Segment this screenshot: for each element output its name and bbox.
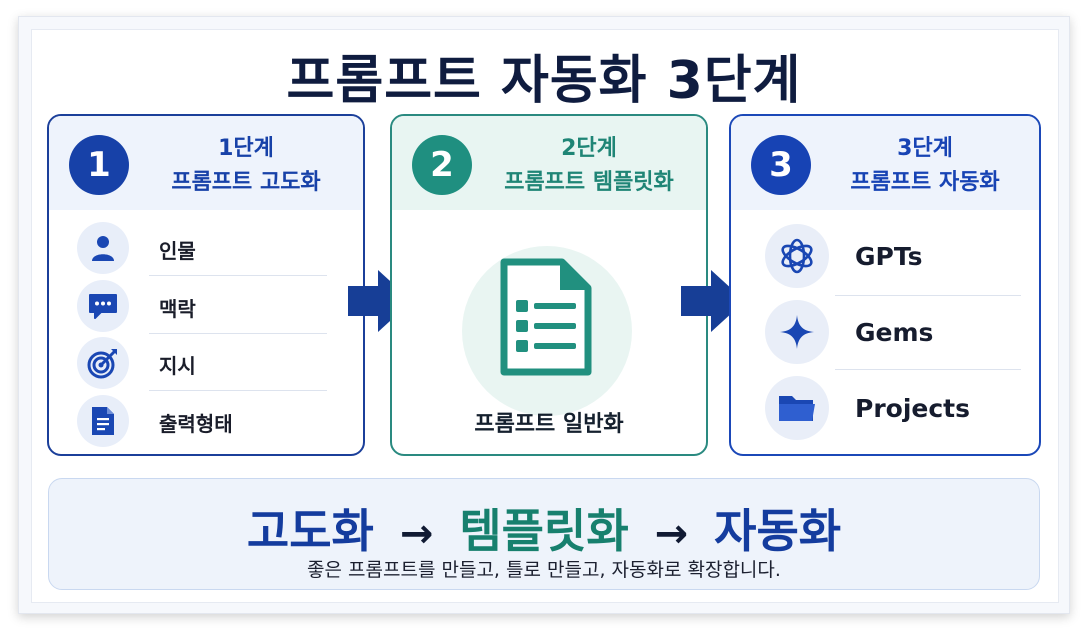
flow-arrow-icon: → (654, 511, 689, 557)
step-stage: 3단계 (897, 136, 953, 161)
flow-step-1: 고도화 (246, 504, 374, 558)
step-name: 프롬프트 자동화 (850, 170, 1000, 195)
list-item-output-format: 출력형태 (77, 395, 327, 447)
step-number-badge: 3 (751, 135, 811, 195)
step-number-badge: 1 (69, 135, 129, 195)
tool-item-gpts: GPTs (765, 224, 1025, 288)
step-card-1: 1 1단계 프롬프트 고도화 인물 맥락 지시 출력형태 (47, 114, 365, 456)
list-item-label: 출력형태 (159, 412, 233, 436)
arrow-right-icon (681, 270, 745, 332)
step-stage: 2단계 (561, 136, 617, 161)
divider (149, 333, 327, 334)
target-icon (77, 337, 129, 389)
page-title: 프롬프트 자동화 3단계 (286, 51, 802, 111)
step-card-header: 1 1단계 프롬프트 고도화 (49, 116, 363, 210)
tool-label: GPTs (855, 242, 923, 271)
divider (149, 390, 327, 391)
flow-step-3: 자동화 (714, 504, 842, 558)
summary-box: 고도화 → 템플릿화 → 자동화 좋은 프롬프트를 만들고, 틀로 만들고, 자동화로 … (48, 478, 1040, 590)
openai-knot-icon (765, 224, 829, 288)
list-item-instruction: 지시 (77, 337, 327, 389)
step-card-header: 3 3단계 프롬프트 자동화 (731, 116, 1039, 210)
step-heading: 2단계 프롬프트 템플릿화 (482, 132, 696, 200)
divider (835, 369, 1021, 370)
list-item-label: 인물 (159, 239, 196, 263)
folder-icon (765, 376, 829, 440)
list-item-context: 맥락 (77, 280, 327, 332)
divider (149, 275, 327, 276)
step-card-3: 3 3단계 프롬프트 자동화 GPTs Gems Proje (729, 114, 1041, 456)
tool-label: Projects (855, 394, 971, 423)
step-heading: 3단계 프롬프트 자동화 (821, 132, 1029, 200)
tool-label: Gems (855, 318, 934, 347)
step-stage: 1단계 (218, 136, 274, 161)
template-document-icon (500, 258, 592, 376)
step-heading: 1단계 프롬프트 고도화 (139, 132, 353, 200)
step-card-2: 2 2단계 프롬프트 템플릿화 프롬프트 일반화 (390, 114, 708, 456)
person-icon (77, 222, 129, 274)
list-item-person: 인물 (77, 222, 327, 274)
list-item-label: 지시 (159, 354, 196, 378)
divider (835, 295, 1021, 296)
step-card-header: 2 2단계 프롬프트 템플릿화 (392, 116, 706, 210)
chat-bubble-icon (77, 280, 129, 332)
flow-arrow-icon: → (399, 511, 434, 557)
template-label: 프롬프트 일반화 (474, 412, 624, 437)
document-icon (77, 395, 129, 447)
flow-step-2: 템플릿화 (459, 504, 629, 558)
sparkle-star-icon (765, 300, 829, 364)
step-number-badge: 2 (412, 135, 472, 195)
summary-text: 좋은 프롬프트를 만들고, 틀로 만들고, 자동화로 확장합니다. (307, 559, 781, 581)
step-name: 프롬프트 템플릿화 (504, 170, 674, 195)
tool-item-projects: Projects (765, 376, 1025, 440)
tool-item-gems: Gems (765, 300, 1025, 364)
flow-line: 고도화 → 템플릿화 → 자동화 (49, 495, 1039, 561)
list-item-label: 맥락 (159, 297, 196, 321)
arrow-right-icon (348, 270, 412, 332)
step-name: 프롬프트 고도화 (171, 170, 321, 195)
